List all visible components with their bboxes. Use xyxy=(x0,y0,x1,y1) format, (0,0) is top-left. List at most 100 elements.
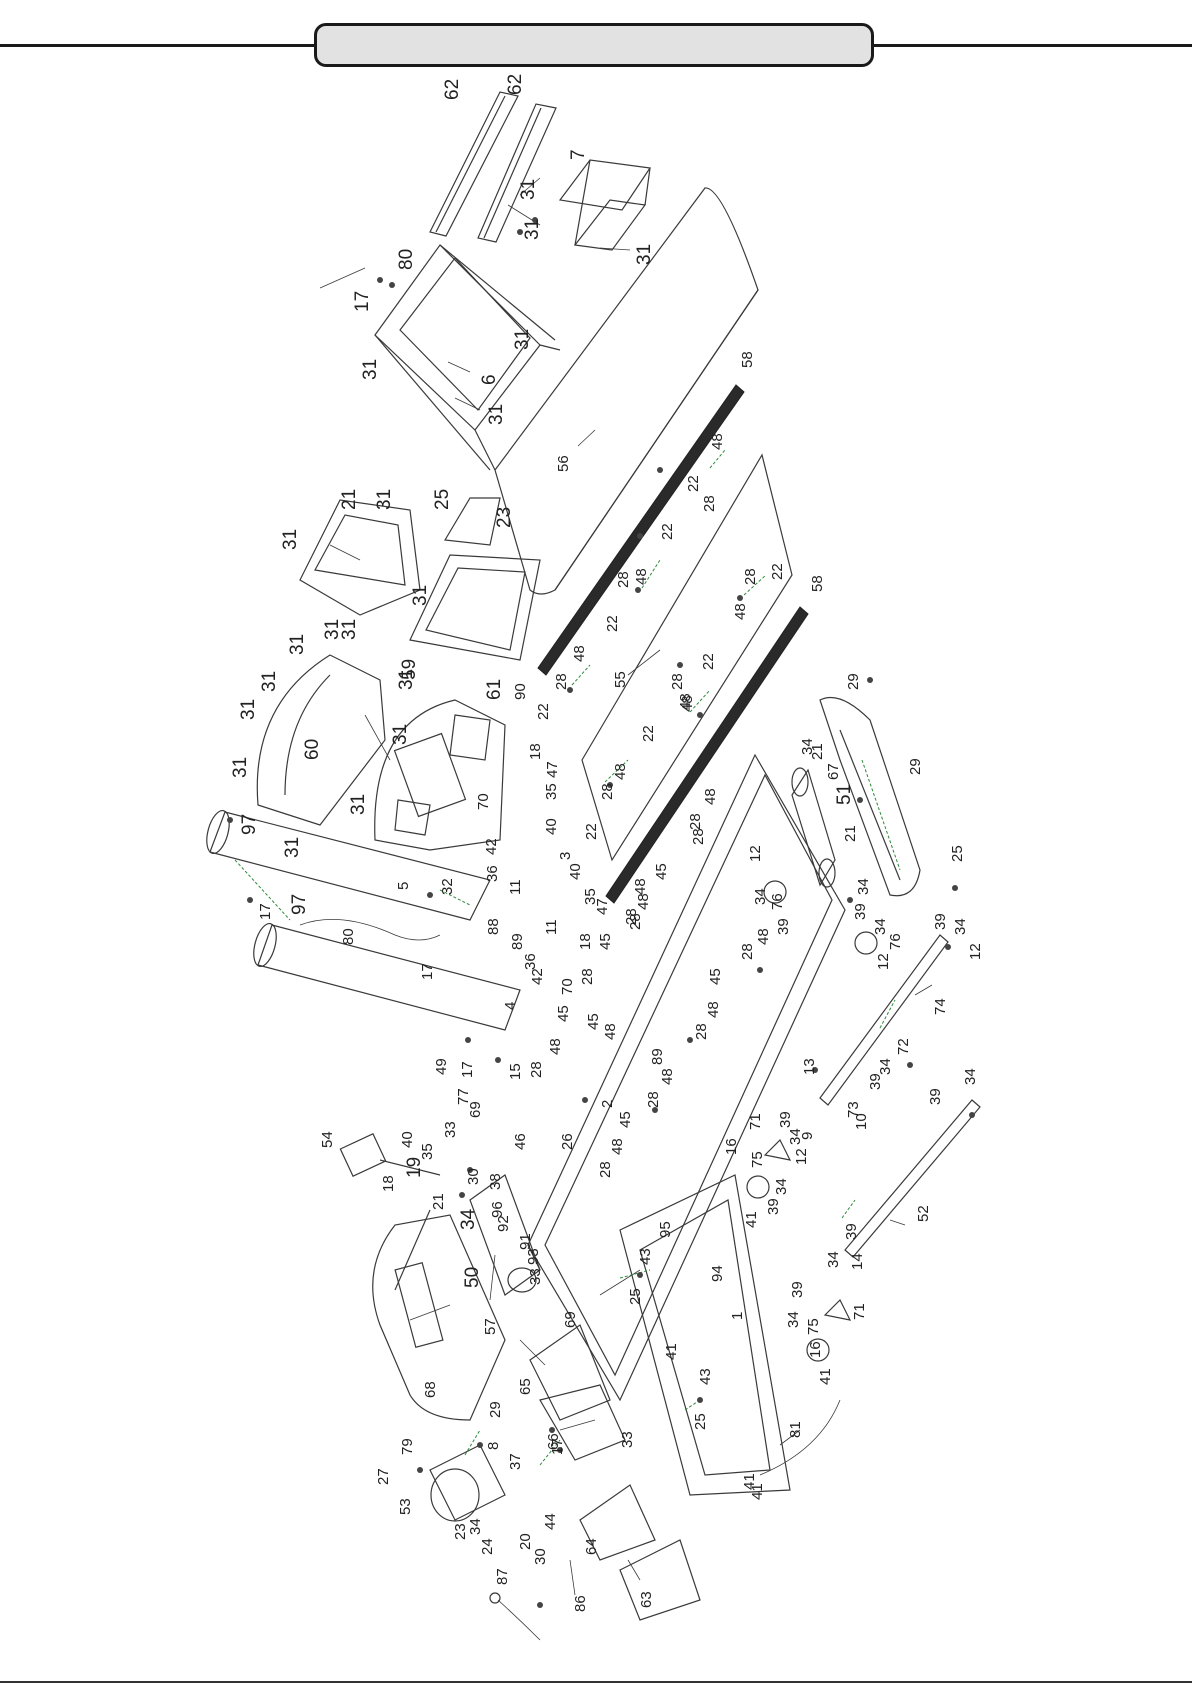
label-48: 48 xyxy=(609,1138,626,1155)
upright-frame-6 xyxy=(374,244,561,471)
motor-53 xyxy=(429,1444,506,1522)
label-4: 4 xyxy=(502,1002,519,1010)
label-31: 31 xyxy=(230,757,251,778)
label-47: 47 xyxy=(594,898,611,915)
label-41: 41 xyxy=(743,1211,760,1228)
label-35: 35 xyxy=(582,888,599,905)
console-back-21 xyxy=(299,499,421,616)
label-22: 22 xyxy=(535,703,552,720)
label-43: 43 xyxy=(697,1368,714,1385)
label-17: 17 xyxy=(419,963,436,980)
label-34: 34 xyxy=(962,1068,979,1085)
label-34: 34 xyxy=(877,1058,894,1075)
fastener-leaders xyxy=(234,449,901,1466)
label-95: 95 xyxy=(657,1221,674,1238)
label-66: 66 xyxy=(545,1433,562,1450)
label-17: 17 xyxy=(459,1061,476,1078)
label-31: 31 xyxy=(374,489,395,510)
label-29: 29 xyxy=(907,758,924,775)
label-34: 34 xyxy=(872,918,889,935)
upright-tube-4 xyxy=(253,922,521,1031)
label-28: 28 xyxy=(599,783,616,800)
label-21: 21 xyxy=(842,825,859,842)
label-48: 48 xyxy=(705,1001,722,1018)
label-74: 74 xyxy=(932,998,949,1015)
label-5: 5 xyxy=(395,882,412,890)
wire-87 xyxy=(489,1592,541,1641)
label-22: 22 xyxy=(640,725,657,742)
label-31: 31 xyxy=(486,404,507,425)
label-31: 31 xyxy=(410,585,431,606)
label-31: 31 xyxy=(522,219,543,240)
label-35: 35 xyxy=(419,1143,436,1160)
display-screen-59 xyxy=(409,554,541,661)
label-40: 40 xyxy=(567,863,584,880)
label-26: 26 xyxy=(559,1133,576,1150)
label-97: 97 xyxy=(289,894,310,915)
label-11: 11 xyxy=(543,919,560,935)
motor-hood-68 xyxy=(372,1209,506,1421)
label-89: 89 xyxy=(649,1048,666,1065)
label-93: 93 xyxy=(525,1248,542,1265)
display-bracket-25 xyxy=(444,497,501,546)
label-97: 97 xyxy=(239,814,260,835)
label-23: 23 xyxy=(494,507,515,528)
label-36: 36 xyxy=(522,953,539,970)
label-48: 48 xyxy=(755,928,772,945)
label-21: 21 xyxy=(809,743,826,760)
label-48: 48 xyxy=(732,603,749,620)
base-tube-74 xyxy=(819,934,949,1106)
label-70: 70 xyxy=(475,793,492,810)
label-48: 48 xyxy=(633,568,650,585)
label-43: 43 xyxy=(637,1248,654,1265)
label-49: 49 xyxy=(433,1058,450,1075)
label-67: 67 xyxy=(825,763,842,780)
label-54: 54 xyxy=(319,1131,336,1148)
label-50: 50 xyxy=(462,1267,483,1288)
label-34: 34 xyxy=(952,918,969,935)
label-29: 29 xyxy=(845,673,862,690)
label-39: 39 xyxy=(765,1198,782,1215)
label-31: 31 xyxy=(238,699,259,720)
label-6: 6 xyxy=(479,374,500,385)
label-28: 28 xyxy=(669,673,686,690)
label-77: 77 xyxy=(455,1088,472,1105)
label-46: 46 xyxy=(512,1133,529,1150)
label-31: 31 xyxy=(339,619,360,640)
label-24: 24 xyxy=(479,1538,496,1555)
label-61: 61 xyxy=(484,679,505,700)
label-31: 31 xyxy=(282,837,303,858)
label-18: 18 xyxy=(577,933,594,950)
power-cord-81 xyxy=(759,1399,841,1476)
label-39: 39 xyxy=(867,1073,884,1090)
label-31: 31 xyxy=(280,529,301,550)
label-19: 19 xyxy=(404,1157,425,1178)
label-48: 48 xyxy=(659,1068,676,1085)
label-39: 39 xyxy=(927,1088,944,1105)
label-31: 31 xyxy=(396,669,417,690)
deck-board-56 xyxy=(494,187,759,595)
label-28: 28 xyxy=(627,913,644,930)
label-23: 23 xyxy=(452,1523,469,1540)
label-91: 91 xyxy=(517,1233,534,1250)
label-9: 9 xyxy=(799,1132,816,1140)
rear-end-cap-67 xyxy=(819,696,921,897)
header-title-box xyxy=(314,23,874,67)
label-72: 72 xyxy=(895,1038,912,1055)
label-28: 28 xyxy=(742,568,759,585)
label-48: 48 xyxy=(547,1038,564,1055)
label-22: 22 xyxy=(604,615,621,632)
label-64: 64 xyxy=(583,1538,600,1555)
label-2: 2 xyxy=(599,1100,616,1108)
label-52: 52 xyxy=(915,1205,932,1222)
label-34: 34 xyxy=(787,1128,804,1145)
label-48: 48 xyxy=(635,893,652,910)
label-15: 15 xyxy=(507,1063,524,1080)
label-16: 16 xyxy=(723,1138,740,1155)
label-18: 18 xyxy=(527,743,544,760)
label-22: 22 xyxy=(685,475,702,492)
label-28: 28 xyxy=(687,813,704,830)
label-59: 59 xyxy=(399,659,420,680)
label-45: 45 xyxy=(707,968,724,985)
label-34: 34 xyxy=(799,738,816,755)
